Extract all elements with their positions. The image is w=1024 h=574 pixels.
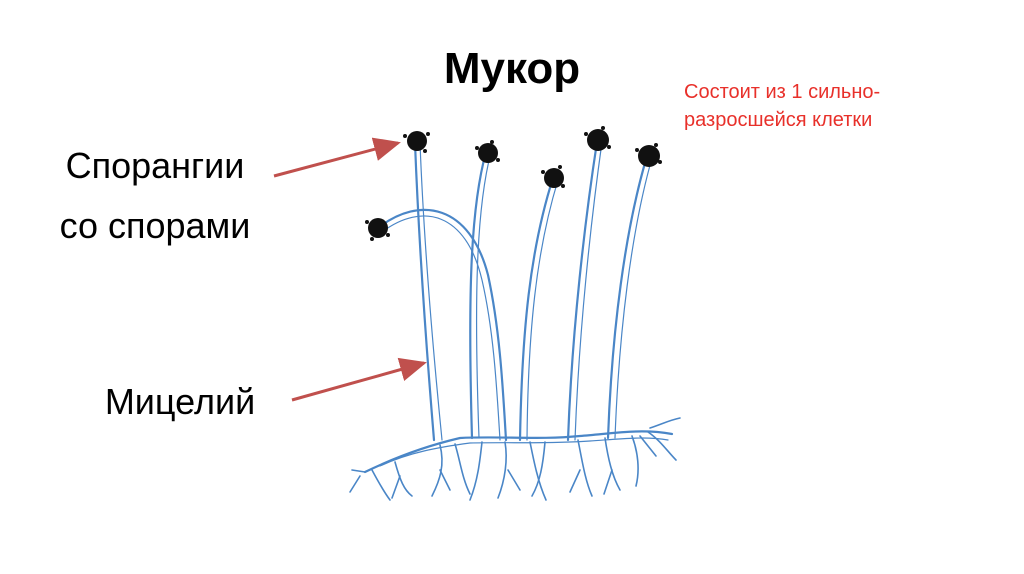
sporangia-dots [365,126,662,241]
note-text: Состоит из 1 сильно- разросшейся клетки [684,78,944,134]
sporangia [368,129,660,238]
label-sporangia: Спорангии со спорами [30,136,280,256]
sporangium-5 [587,129,609,151]
sporangiophore-1 [413,141,443,442]
sporangium-4 [544,168,564,188]
sporangium-2 [368,218,388,238]
note-line-2: разросшейся клетки [684,109,873,131]
arrow-right-icon [291,357,427,402]
sporangium-3 [478,143,498,163]
sporangiophore-2 [376,208,508,442]
arrow-right-icon [273,137,401,178]
label-mycelium: Мицелий [104,381,256,422]
rhizoids [349,417,681,501]
label-sporangia-line-1: Спорангии [65,145,245,186]
sporangiophore-5 [566,140,603,442]
sporangiophore-3 [469,150,492,440]
label-sporangia-line-2: со спорами [59,205,251,246]
sporangium-1 [407,131,427,151]
sporangiophore-6 [606,154,653,440]
sporangiophore-4 [518,176,559,442]
mucor-fungus-illustration [349,140,681,501]
sporangium-6 [638,145,660,167]
note-line-1: Состоит из 1 сильно- [684,81,881,103]
stolon-hypha [363,430,674,474]
slide-title: Мукор [443,44,581,93]
stolon-hypha-inner [379,437,669,467]
